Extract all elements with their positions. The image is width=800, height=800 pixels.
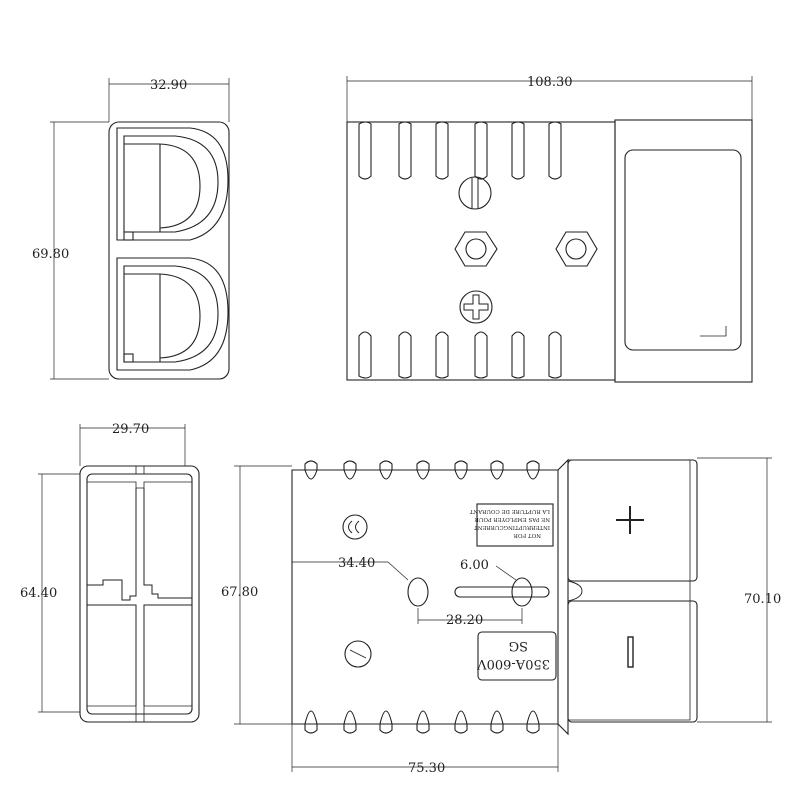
lower-contact <box>124 273 201 362</box>
end-view-bottom <box>38 424 200 723</box>
dim-bottom-left-width: 29.70 <box>112 422 149 437</box>
minus-terminal-housing <box>567 600 698 723</box>
dim-top-left-height: 69.80 <box>32 247 69 262</box>
rating-label-box <box>477 631 557 681</box>
minus-symbol-icon <box>627 636 634 668</box>
mount-slot <box>454 586 550 598</box>
slotted-screw-icon <box>458 176 492 210</box>
ce-mark-icon <box>342 514 368 540</box>
notice-line-2: INTERRUPTINGCURRENT <box>474 524 550 530</box>
dim-top-right-width: 108.30 <box>527 75 573 90</box>
cross-screw-icon <box>459 290 493 324</box>
top-view-body <box>346 121 616 381</box>
rating-text: 350A-600V SG <box>477 638 550 671</box>
notice-line-1: NOT FOR <box>513 532 541 538</box>
top-view <box>346 76 753 383</box>
upper-latch <box>123 231 134 241</box>
end-view-bottom-inner <box>86 473 193 715</box>
side-top-fins <box>304 460 540 480</box>
dim-bottom-right-total-height: 70.10 <box>744 592 781 607</box>
ul-mark-icon <box>344 640 372 668</box>
end-view-bottom-outline <box>79 465 200 723</box>
hex-nut-right-icon <box>555 231 598 267</box>
dim-bottom-right-height: 67.80 <box>221 585 258 600</box>
dim-hole-spacing: 28.20 <box>446 613 483 628</box>
dim-hole-offset: 34.40 <box>338 556 375 571</box>
rating-line-2: SG <box>509 638 528 653</box>
notice-line-4: LA RUPTURE DE COURANT <box>469 508 550 514</box>
side-view <box>234 457 772 772</box>
lower-latch <box>123 353 134 363</box>
dim-hole-diameter: 6.00 <box>460 558 489 573</box>
hex-nut-left-icon <box>454 231 498 267</box>
side-bottom-fins <box>304 710 540 734</box>
dim-bottom-left-height: 64.40 <box>20 586 57 601</box>
side-view-flange <box>557 458 569 736</box>
notice-text: NOT FOR INTERRUPTINGCURRENT NE PAS EMPLO… <box>469 508 550 538</box>
mount-hole-right <box>511 577 533 607</box>
notice-label-box <box>476 503 554 547</box>
plus-symbol-icon <box>616 506 644 534</box>
end-view-outline <box>108 121 230 380</box>
end-view-top <box>50 78 230 380</box>
notice-line-3: NE PAS EMPLOYER POUR <box>474 516 550 522</box>
top-view-handle <box>614 119 753 383</box>
mount-hole-left <box>407 577 429 607</box>
bottom-fins <box>358 331 562 379</box>
upper-socket <box>116 127 229 241</box>
dim-top-left-width: 32.90 <box>150 78 187 93</box>
upper-contact <box>124 143 201 232</box>
lower-socket <box>116 257 229 371</box>
upper-socket-inner <box>123 135 219 233</box>
dim-bottom-right-width: 75.30 <box>408 761 445 776</box>
top-view-window <box>624 149 742 351</box>
lower-socket-inner <box>123 265 219 363</box>
top-fins <box>358 121 562 180</box>
rating-line-1: 350A-600V <box>477 656 550 671</box>
